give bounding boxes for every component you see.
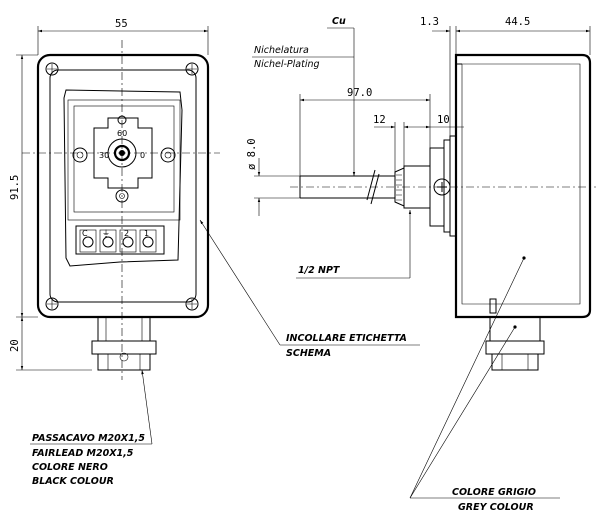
svg-text:0: 0 [140, 151, 145, 160]
gland-color-en: BLACK COLOUR [32, 476, 114, 487]
gland-text-it: PASSACAVO M20X1,5 [32, 433, 145, 444]
gland-color-it: COLORE NERO [32, 462, 108, 473]
color-text-en: GREY COLOUR [458, 502, 534, 513]
dim-thread: 12 10 [373, 114, 464, 172]
material-callout: Cu Nichelatura Nichel-Plating [252, 16, 356, 176]
probe [290, 169, 596, 205]
dim-width: 55 [37, 18, 209, 55]
mechanism-plate [67, 99, 181, 221]
material-label: Cu [332, 16, 346, 27]
dim-height: 91.5 [9, 54, 38, 318]
thread-callout: 1/2 NPT [296, 210, 412, 279]
mechanism-outline [63, 89, 183, 267]
terminal-label: C [82, 229, 88, 238]
front-enclosure-inner [49, 69, 197, 303]
side-view: 1.3 44.5 97.0 12 10 ø 8.0 [246, 16, 596, 371]
dim-probe-value: 97.0 [347, 87, 372, 99]
dim-thread-a-value: 12 [373, 114, 386, 126]
color-text-it: COLORE GRIGIO [452, 487, 536, 498]
label-text-it: INCOLLARE ETICHETTA [286, 333, 407, 344]
dial-max: 60 [117, 129, 127, 138]
dim-diameter: ø 8.0 [246, 138, 300, 216]
dim-diameter-value: ø 8.0 [246, 138, 258, 170]
plating-label-en: Nichel-Plating [254, 59, 320, 70]
gland-callout: PASSACAVO M20X1,5 FAIRLEAD M20X1,5 COLOR… [30, 369, 153, 487]
dim-depth-value: 44.5 [505, 16, 530, 28]
dim-probe: 97.0 [299, 87, 431, 176]
terminal-label: 1 [144, 229, 149, 238]
terminal-label: 2 [124, 229, 129, 238]
plating-label-it: Nichelatura [254, 45, 309, 56]
dim-gland-value: 20 [9, 339, 21, 352]
dial-min: 30 [99, 151, 109, 160]
dim-height-value: 91.5 [9, 175, 21, 200]
label-callout: INCOLLARE ETICHETTA SCHEMA [199, 219, 420, 359]
thread-label: 1/2 NPT [298, 265, 341, 276]
dim-thread-b-value: 10 [437, 114, 450, 126]
terminal-label: ⏚ [102, 229, 110, 238]
color-callout: COLORE GRIGIO GREY COLOUR [409, 256, 560, 513]
dim-gland: 20 [9, 317, 92, 371]
front-enclosure-outer [36, 53, 210, 319]
cable-gland-side [485, 316, 545, 371]
dim-depth: 1.3 44.5 [420, 16, 591, 136]
side-enclosure [454, 53, 592, 319]
dial-plate [93, 117, 153, 189]
front-view: 60 30 0 C ⏚ 2 1 [9, 18, 220, 380]
dim-width-value: 55 [115, 18, 128, 30]
label-text-en: SCHEMA [286, 348, 331, 359]
dim-wall-value: 1.3 [420, 16, 439, 28]
terminal-block: C ⏚ 2 1 [75, 225, 165, 255]
cable-gland-front [91, 316, 157, 371]
corner-screws [45, 62, 199, 311]
gland-text-en: FAIRLEAD M20X1,5 [32, 448, 134, 459]
